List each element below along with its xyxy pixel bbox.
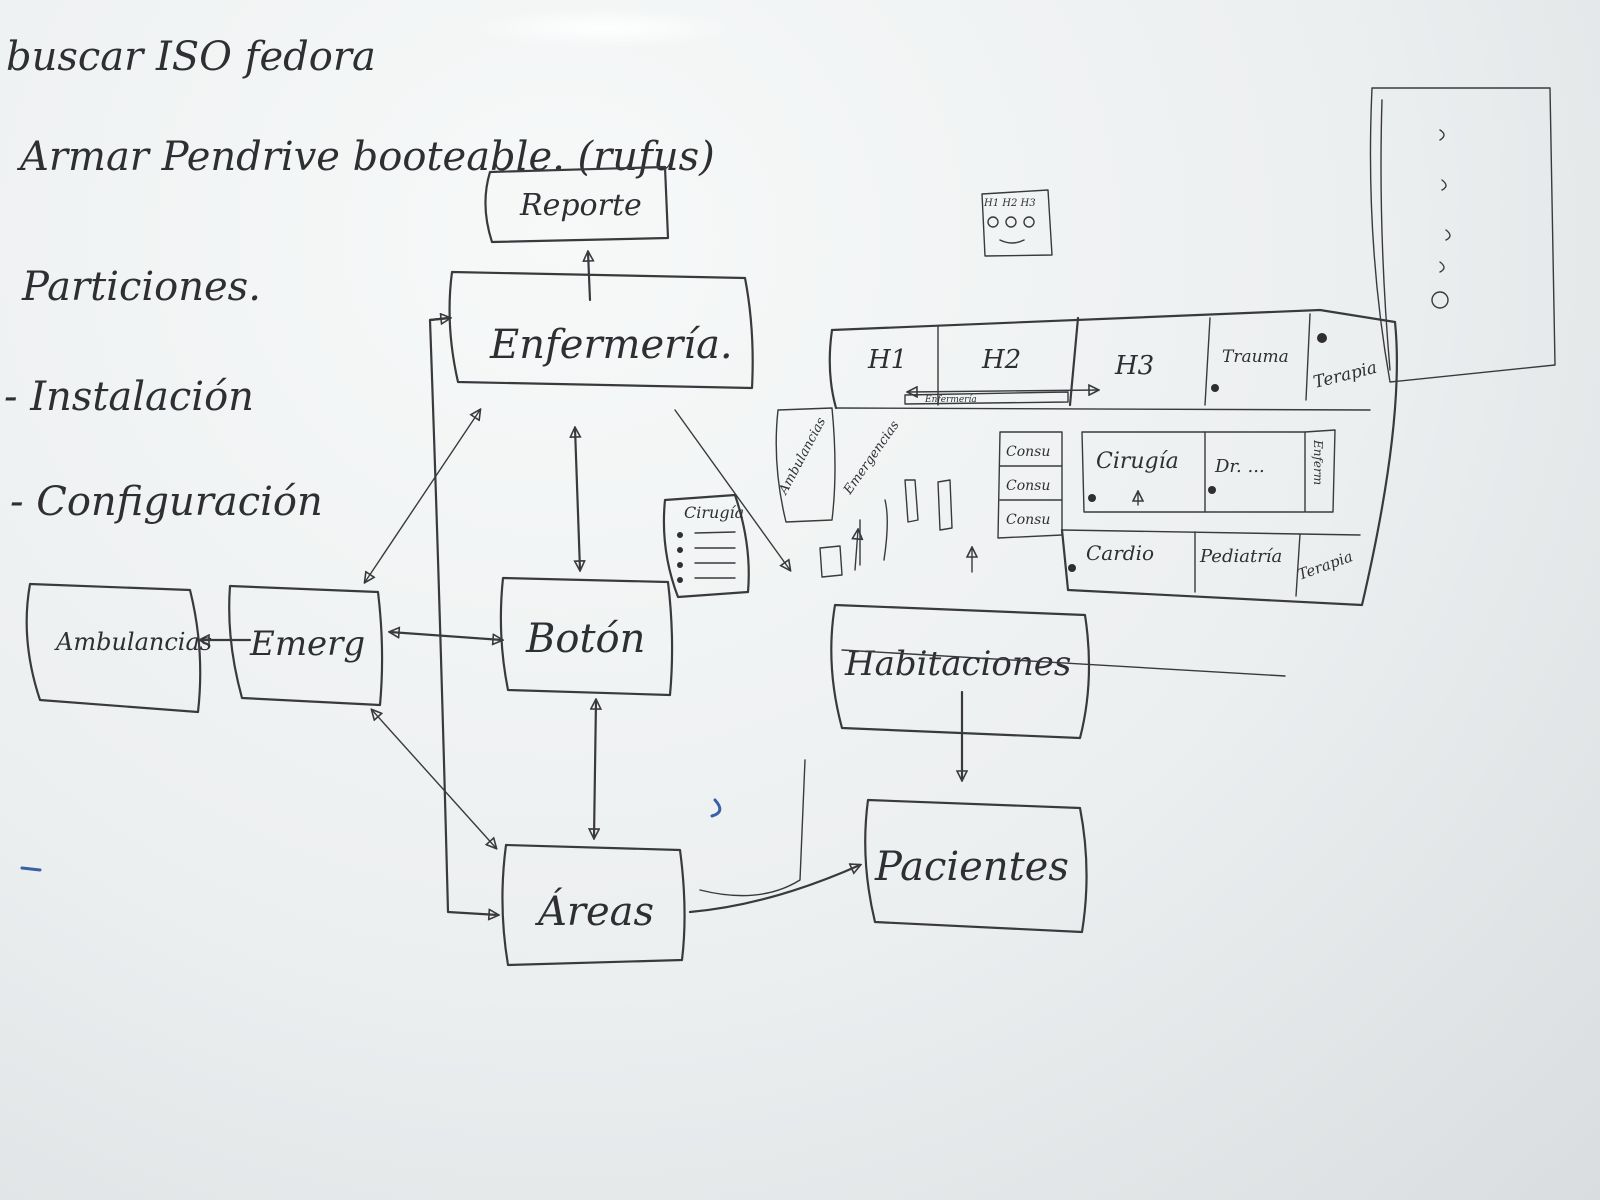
node-areas-label: Áreas [534,888,654,935]
room-consultorio-1: Consu [1006,444,1050,460]
node-reporte-label: Reporte [519,188,642,223]
room-terapia-top: Terapia [1311,358,1379,393]
light-glare [470,8,740,48]
cirugia-note-label: Cirugía [684,503,744,522]
node-emerg-label: Emerg [249,624,365,664]
room-cardio: Cardio [1086,541,1154,565]
room-consultorio-3: Consu [1006,512,1050,528]
right-panel-sketch [1369,87,1556,383]
node-enfermeria: Enfermería. [448,270,754,390]
room-pediatria: Pediatría [1199,546,1282,567]
room-h2: H2 [981,345,1021,375]
room-terapia-bottom: Terapia [1295,547,1355,583]
note-particiones: Particiones. [21,264,261,310]
node-ambulancias: Ambulancias [25,582,212,714]
mini-sketch-labels: H1 H2 H3 [983,198,1036,209]
room-consultorio-2: Consu [1006,478,1050,494]
mini-sketch: H1 H2 H3 [981,189,1053,257]
room-h3: H3 [1114,351,1154,381]
note-armar-pendrive: Armar Pendrive booteable. (rufus) [16,134,715,180]
room-h1: H1 [867,345,907,375]
bar-enfermeria: Enfermería [924,394,977,405]
node-boton-label: Botón [525,616,645,662]
node-habitaciones-label: Habitaciones [844,644,1071,684]
note-configuracion: - Configuración [10,479,323,525]
room-trauma: Trauma [1222,347,1289,367]
note-instalacion: - Instalación [4,374,254,420]
room-enfermeria-side: Enferm [1311,439,1325,485]
node-pacientes-label: Pacientes [874,844,1069,890]
node-reporte: Reporte [484,165,670,244]
notes-list: buscar ISO fedora Armar Pendrive booteab… [4,34,715,525]
node-areas: Áreas [501,843,686,967]
node-enfermeria-label: Enfermería. [489,322,733,368]
node-ambulancias-label: Ambulancias [54,628,212,656]
node-boton: Botón [499,576,674,697]
node-habitaciones: Habitaciones [830,603,1091,740]
room-ambulancias: Ambulancias [776,415,830,498]
node-pacientes: Pacientes [864,798,1088,934]
note-buscar-iso: buscar ISO fedora [6,34,376,80]
node-emerg: Emerg [228,584,384,707]
connectors [20,252,1286,915]
room-dr: Dr. ... [1214,456,1265,477]
room-cirugia: Cirugía [1096,449,1179,474]
floor-plan: H1 H2 H3 Trauma Terapia Enfermería Ambul… [775,308,1398,607]
room-emergencias: Emergencias [840,418,902,498]
cirugia-note: Cirugía [662,493,750,599]
